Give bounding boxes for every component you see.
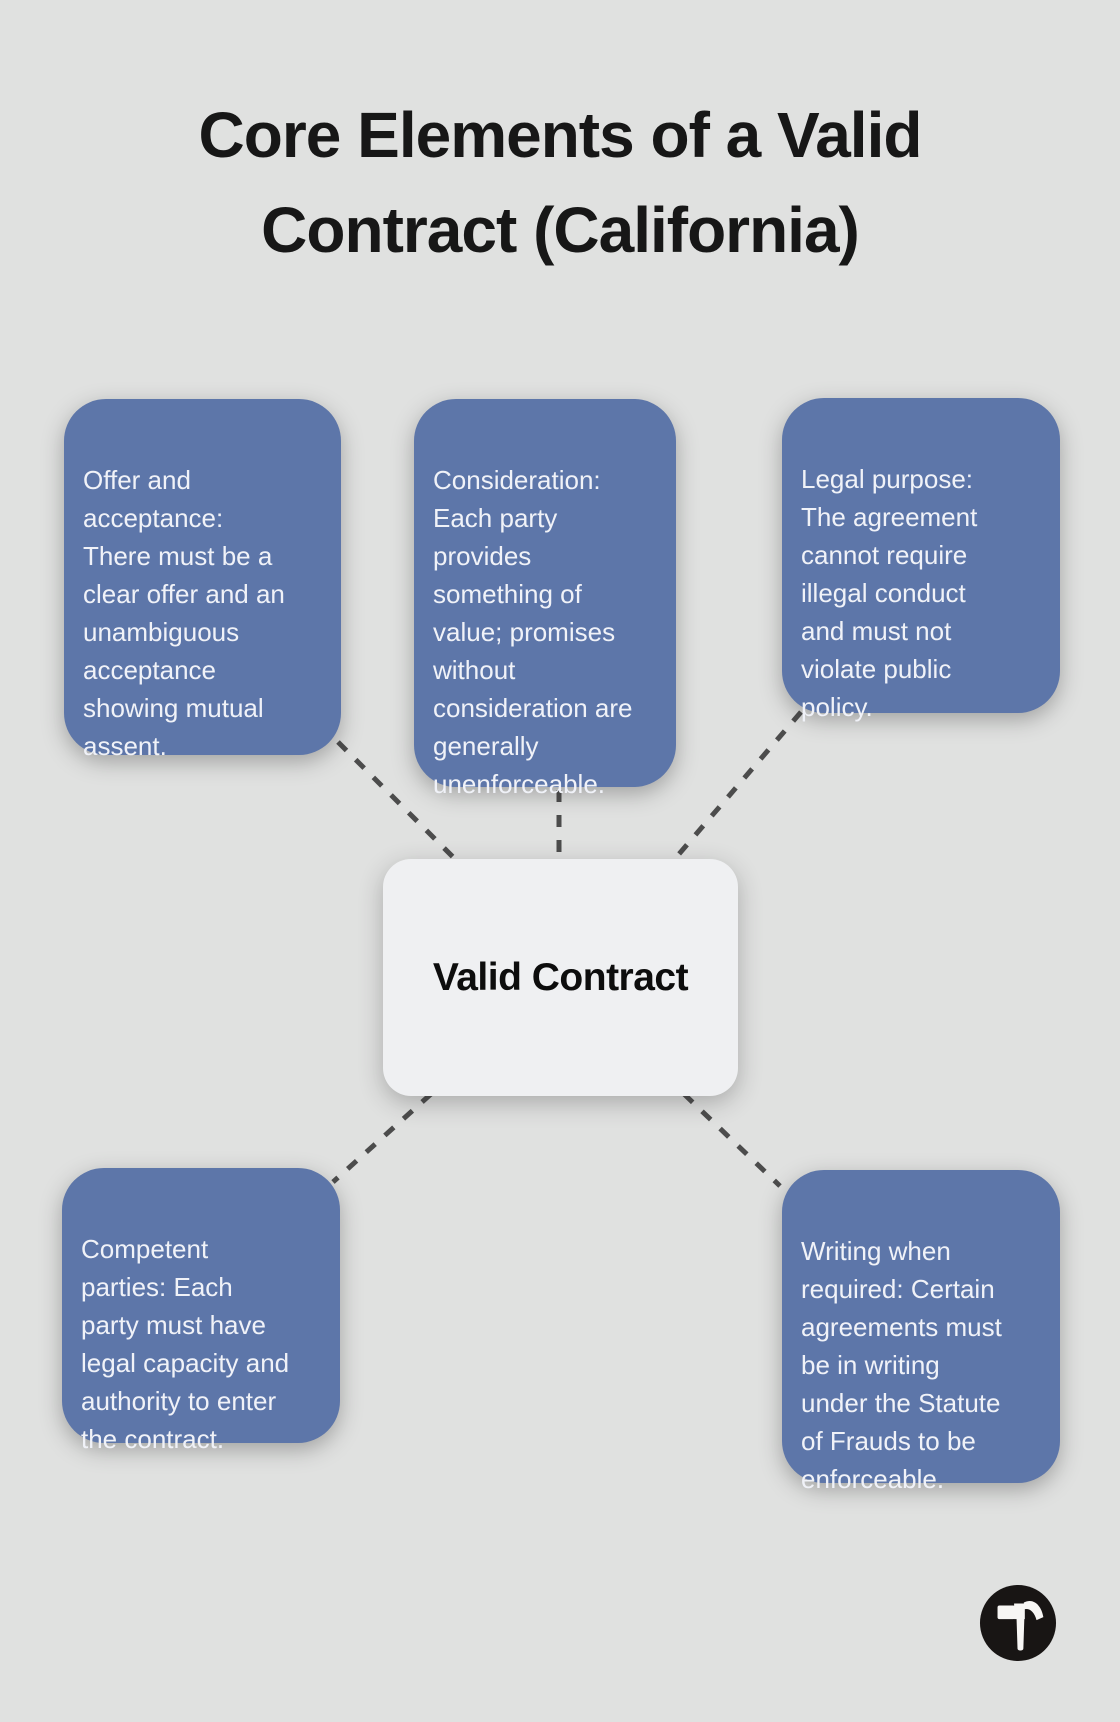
node-legal-purpose: Legal purpose: The agreement cannot requ… (782, 398, 1060, 722)
page-title: Core Elements of a Valid Contract (Calif… (198, 99, 923, 266)
node-competent-parties-text: Competent parties: Each party must have … (81, 1234, 290, 1454)
node-legal-purpose-text: Legal purpose: The agreement cannot requ… (801, 464, 978, 722)
connector-center-to-writing (682, 1092, 782, 1188)
node-valid-contract: Valid Contract (383, 859, 738, 1096)
node-offer-acceptance: Offer and acceptance: There must be a cl… (64, 399, 341, 761)
connector-center-to-competent (331, 1092, 433, 1184)
hammer-logo-icon (979, 1584, 1057, 1662)
node-competent-parties: Competent parties: Each party must have … (62, 1168, 340, 1454)
brand-logo (979, 1584, 1057, 1662)
connector-offer-to-center (336, 740, 458, 862)
node-writing-required: Writing when required: Certain agreement… (782, 1170, 1060, 1494)
connector-legal-to-center (671, 710, 803, 863)
node-consideration-text: Consideration: Each party provides somet… (433, 465, 633, 799)
node-consideration: Consideration: Each party provides somet… (414, 399, 676, 799)
valid-contract-label: Valid Contract (432, 955, 689, 999)
node-writing-required-text: Writing when required: Certain agreement… (801, 1236, 1002, 1494)
node-offer-acceptance-text: Offer and acceptance: There must be a cl… (83, 465, 285, 761)
